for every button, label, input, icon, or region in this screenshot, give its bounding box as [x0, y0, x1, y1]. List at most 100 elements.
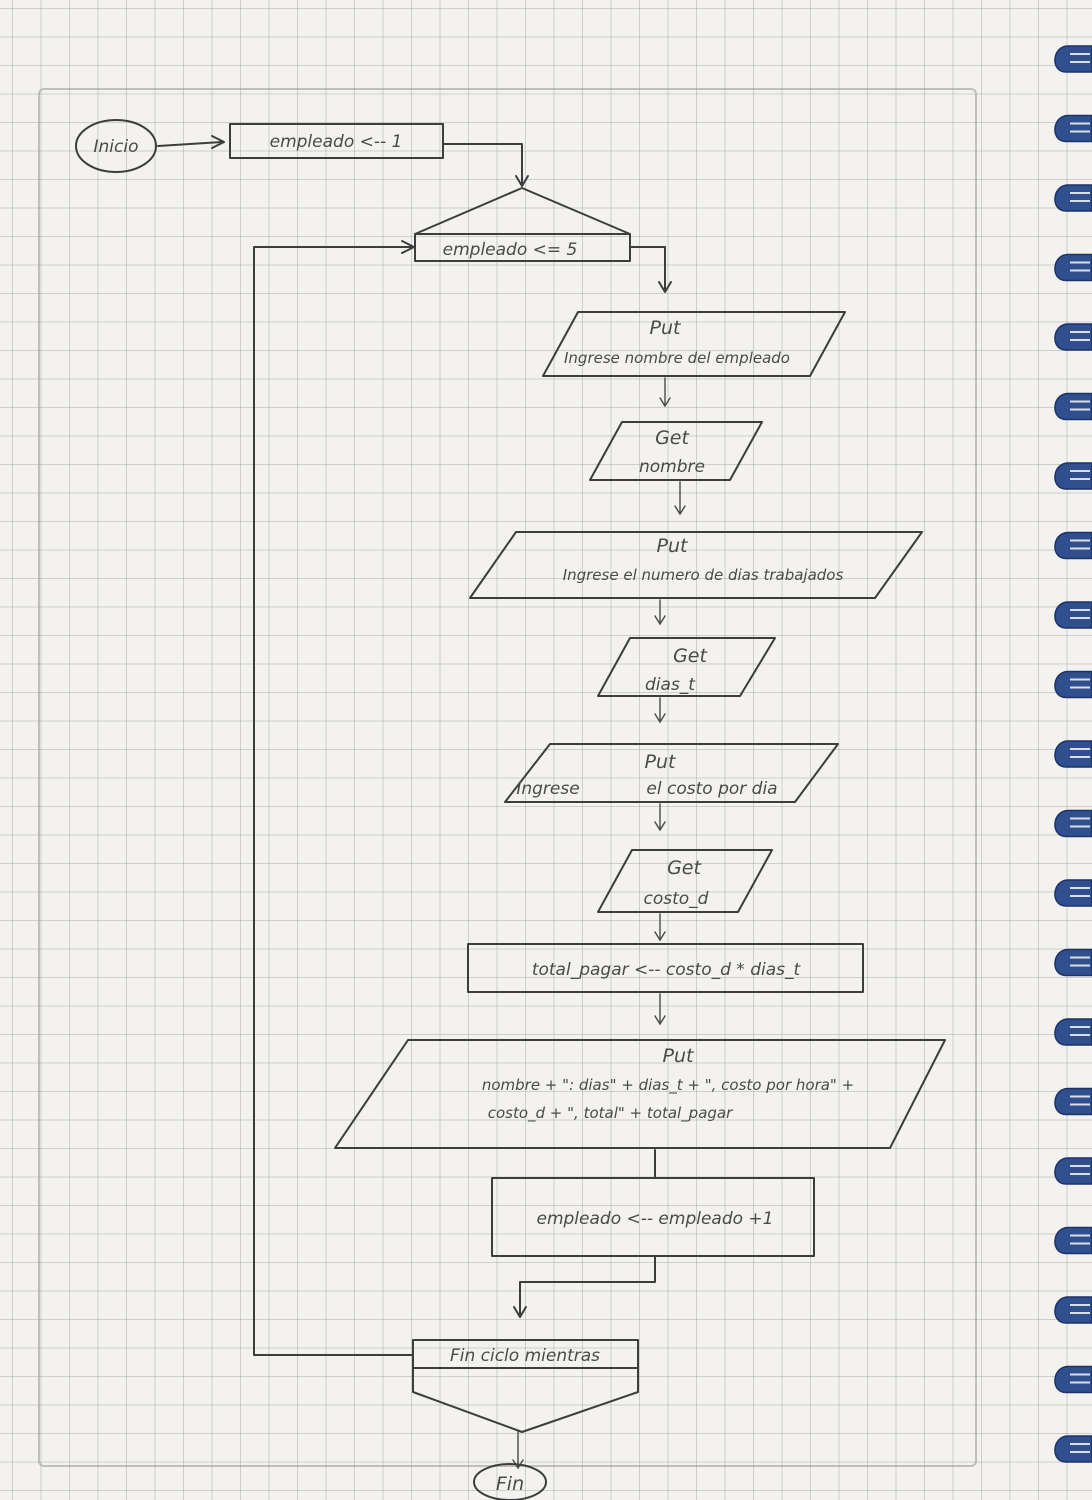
end-loop-label: Fin ciclo mientras: [450, 1346, 600, 1366]
spiral-coil-highlight: [1070, 817, 1090, 828]
put-costo-io: Put Ingrese el costo por dia: [504, 743, 839, 803]
spiral-coil-highlight: [1070, 261, 1090, 272]
get-keyword: Get: [655, 427, 690, 449]
get-nombre-text: nombre: [639, 457, 705, 477]
page-margin-frame: [38, 88, 977, 1467]
arrowhead: [654, 1015, 666, 1026]
arrow-init-to-loop: [442, 143, 523, 185]
spiral-coil: [1054, 184, 1092, 212]
end-label: Fin: [496, 1473, 524, 1495]
arrowhead: [658, 281, 672, 293]
arrow-increment-to-endloop: [519, 1255, 656, 1316]
get-dias-text: dias_t: [645, 675, 696, 695]
arrowhead: [513, 1306, 527, 1318]
calc-process: total_pagar <-- costo_d * dias_t: [467, 943, 864, 993]
get-keyword: Get: [673, 645, 708, 667]
spiral-coil: [1054, 1296, 1092, 1324]
put-dias-io: Put Ingrese el numero de dias trabajados: [469, 531, 923, 599]
get-costo-text: costo_d: [644, 889, 709, 909]
end-node: Fin: [473, 1463, 547, 1500]
put-resultado-line1: nombre + ": dias" + dias_t + ", costo po…: [482, 1076, 854, 1095]
spiral-coil: [1054, 670, 1092, 699]
spiral-coil-highlight: [1070, 1026, 1090, 1036]
put-nombre-text: Ingrese nombre del empleado: [564, 349, 790, 367]
spiral-coil: [1054, 531, 1092, 560]
spiral-coil: [1054, 462, 1092, 490]
init-process: empleado <-- 1: [229, 123, 444, 159]
arrowhead: [659, 397, 671, 408]
get-nombre-io: Get nombre: [589, 421, 763, 481]
spiral-coil: [1054, 948, 1092, 977]
start-node: Inicio: [75, 119, 157, 173]
start-label: Inicio: [94, 137, 139, 157]
arrowhead: [512, 1459, 524, 1470]
arrowhead: [211, 135, 225, 149]
spiral-coil: [1054, 1226, 1092, 1255]
loop-condition: empleado <= 5: [414, 187, 631, 262]
spiral-coil: [1054, 1435, 1092, 1463]
arrowhead: [674, 505, 686, 516]
put-resultado-line2: costo_d + ", total" + total_pagar: [488, 1104, 733, 1123]
spiral-coil: [1054, 1157, 1092, 1185]
spiral-coil-highlight: [1070, 609, 1090, 619]
spiral-coil-highlight: [1070, 678, 1090, 689]
spiral-coil-highlight: [1070, 122, 1090, 133]
spiral-coil-highlight: [1070, 1165, 1090, 1175]
spiral-coil-highlight: [1070, 1304, 1090, 1314]
spiral-coil: [1054, 601, 1092, 629]
spiral-coil-highlight: [1070, 1234, 1090, 1245]
spiral-coil: [1054, 1018, 1092, 1046]
spiral-coil: [1054, 740, 1092, 768]
spiral-binding: [1054, 45, 1092, 1463]
get-keyword: Get: [667, 857, 702, 879]
arrowhead: [401, 240, 415, 254]
put-keyword: Put: [650, 317, 682, 339]
end-loop-node: Fin ciclo mientras: [412, 1339, 639, 1433]
spiral-coil: [1054, 392, 1092, 421]
put-keyword: Put: [663, 1045, 695, 1067]
put-keyword: Put: [645, 751, 677, 773]
arrowhead: [654, 615, 666, 626]
spiral-coil-highlight: [1070, 1373, 1090, 1384]
spiral-coil-highlight: [1070, 748, 1090, 758]
put-costo-text-right: el costo por dia: [646, 779, 777, 799]
spiral-coil-highlight: [1070, 400, 1090, 411]
increment-label: empleado <-- empleado +1: [537, 1209, 774, 1229]
spiral-coil: [1054, 879, 1092, 907]
spiral-coil-highlight: [1070, 53, 1090, 63]
spiral-coil: [1054, 323, 1092, 351]
get-dias-io: Get dias_t: [597, 637, 776, 697]
arrow-start-to-init: [157, 141, 223, 147]
spiral-coil: [1054, 809, 1092, 838]
spiral-coil-highlight: [1070, 956, 1090, 967]
put-keyword: Put: [657, 535, 689, 557]
loop-back-line: [253, 246, 414, 1356]
put-costo-text-left: Ingrese: [516, 779, 579, 799]
arrow-loop-to-body: [629, 246, 666, 291]
arrowhead: [654, 931, 666, 942]
spiral-coil: [1054, 253, 1092, 282]
spiral-coil-highlight: [1070, 470, 1090, 480]
put-nombre-io: Put Ingrese nombre del empleado: [542, 311, 846, 377]
spiral-coil-highlight: [1070, 1095, 1090, 1106]
spiral-coil: [1054, 1087, 1092, 1116]
init-label: empleado <-- 1: [270, 132, 403, 152]
spiral-coil: [1054, 1365, 1092, 1394]
spiral-coil-highlight: [1070, 331, 1090, 341]
calc-label: total_pagar <-- costo_d * dias_t: [532, 960, 802, 980]
loop-label: empleado <= 5: [443, 240, 578, 260]
spiral-coil-highlight: [1070, 539, 1090, 550]
put-dias-text: Ingrese el numero de dias trabajados: [563, 566, 844, 584]
arrowhead: [654, 713, 666, 724]
spiral-coil-highlight: [1070, 887, 1090, 897]
arrowhead: [654, 821, 666, 832]
spiral-coil-highlight: [1070, 1443, 1090, 1453]
arrowhead: [515, 175, 529, 187]
spiral-coil: [1054, 45, 1092, 73]
spiral-coil-highlight: [1070, 192, 1090, 202]
put-resultado-io: Put nombre + ": dias" + dias_t + ", cost…: [334, 1039, 946, 1149]
spiral-coil: [1054, 114, 1092, 143]
increment-process: empleado <-- empleado +1: [491, 1177, 815, 1257]
get-costo-io: Get costo_d: [597, 849, 773, 913]
